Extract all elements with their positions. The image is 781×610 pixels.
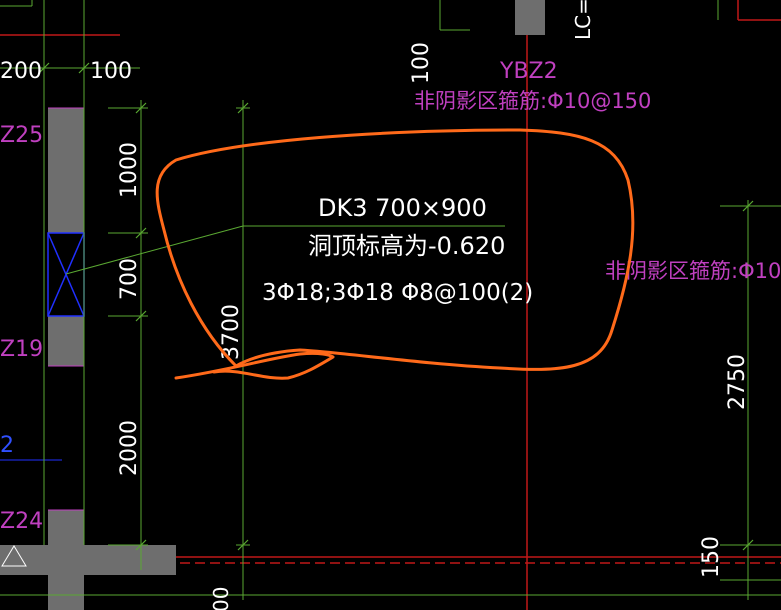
revision-cloud-icon [155,128,635,380]
label-z24: Z24 [0,509,43,534]
wall-column [0,0,545,610]
label-z25: Z25 [0,123,43,148]
dim-00-bottom: 00 [209,587,233,610]
label-blue-2: 2 [0,433,14,458]
corner-marker [1,545,27,567]
opening-elevation: 洞顶标高为-0.620 [308,232,505,260]
dimension-ticks [38,62,754,551]
dim-100-vertical: 100 [409,42,434,84]
dim-1000: 1000 [117,142,142,198]
dim-100-top: 100 [90,59,132,84]
label-stirrup-right: 非阴影区箍筋:Φ10@1 [605,259,781,283]
dim-2000: 2000 [117,420,142,476]
label-z19: Z19 [0,337,43,362]
dim-700: 700 [117,258,142,300]
dim-200-top: 200 [0,59,42,84]
opening-cross-icon [47,232,85,317]
label-stirrup-top: 非阴影区箍筋:Φ10@150 [414,89,651,113]
dim-150: 150 [699,536,724,578]
dim-2750: 2750 [725,354,750,410]
opening-name: DK3 700×900 [318,194,487,222]
label-ybz2: YBZ2 [499,59,558,84]
wall-edges [48,107,84,511]
dim-lc: LC= [571,0,595,40]
opening-rebar: 3Φ18;3Φ18 Φ8@100(2) [262,280,533,306]
